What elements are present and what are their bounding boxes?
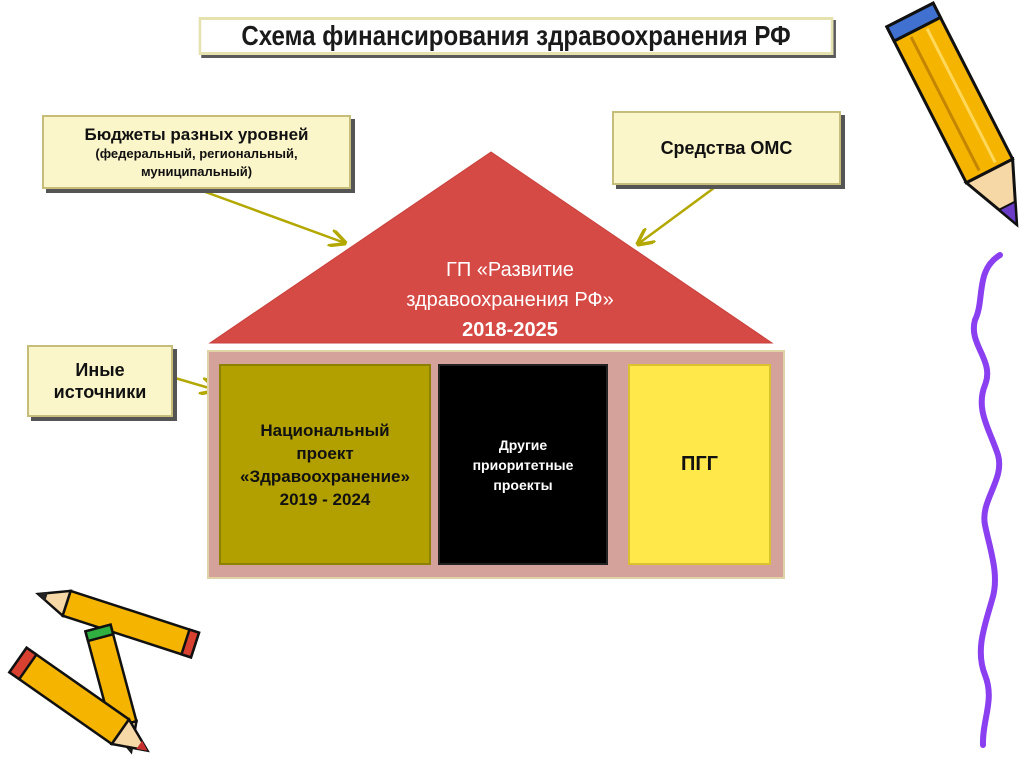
- other-projects-box: Другие приоритетные проекты: [438, 364, 608, 565]
- house-roof: [208, 151, 774, 344]
- pgg-box: ПГГ: [628, 364, 771, 565]
- pgg-label: ПГГ: [680, 453, 719, 475]
- other-projects-line1: Другие: [498, 436, 548, 453]
- page-title: Схема финансирования здравоохранения РФ: [198, 17, 834, 55]
- national-project-box: Национальный проект «Здравоохранение» 20…: [219, 364, 431, 565]
- source-budgets-detail-line2: муниципальный): [140, 163, 253, 179]
- pencil-bottom-left-1-icon: [35, 589, 201, 659]
- state-program-years: 2018-2025: [462, 319, 558, 341]
- arrow-oms-to-program: [638, 183, 719, 244]
- pencil-top-right-icon: [884, 1, 1019, 228]
- arrow-budget-to-program: [199, 188, 345, 243]
- purple-squiggle-decoration: [970, 252, 1003, 748]
- state-program-line1: ГП «Развитие: [446, 259, 574, 281]
- source-budgets-detail-line1: (федеральный, региональный,: [95, 145, 298, 161]
- source-other-box: Иные источники: [27, 345, 173, 417]
- other-projects-line3: проекты: [493, 476, 553, 493]
- national-project-line3: «Здравоохранение»: [240, 466, 410, 486]
- state-program-line2: здравоохранения РФ»: [406, 289, 614, 311]
- other-projects-line2: приоритетные: [472, 456, 574, 473]
- source-other-line2: источники: [53, 382, 147, 402]
- pencil-bottom-left-3-icon: [7, 645, 150, 753]
- national-project-years: 2019 - 2024: [279, 489, 371, 509]
- source-budgets-box: Бюджеты разных уровней (федеральный, рег…: [42, 115, 351, 189]
- national-project-line1: Национальный: [260, 420, 390, 440]
- source-oms-label: Средства ОМС: [660, 137, 793, 158]
- source-oms-box: Средства ОМС: [612, 111, 841, 185]
- national-project-line2: проект: [296, 443, 354, 463]
- source-other-line1: Иные: [75, 360, 125, 380]
- source-budgets-label: Бюджеты разных уровней: [84, 124, 309, 144]
- state-program-label: ГП «Развитие здравоохранения РФ» 2018-20…: [360, 255, 660, 345]
